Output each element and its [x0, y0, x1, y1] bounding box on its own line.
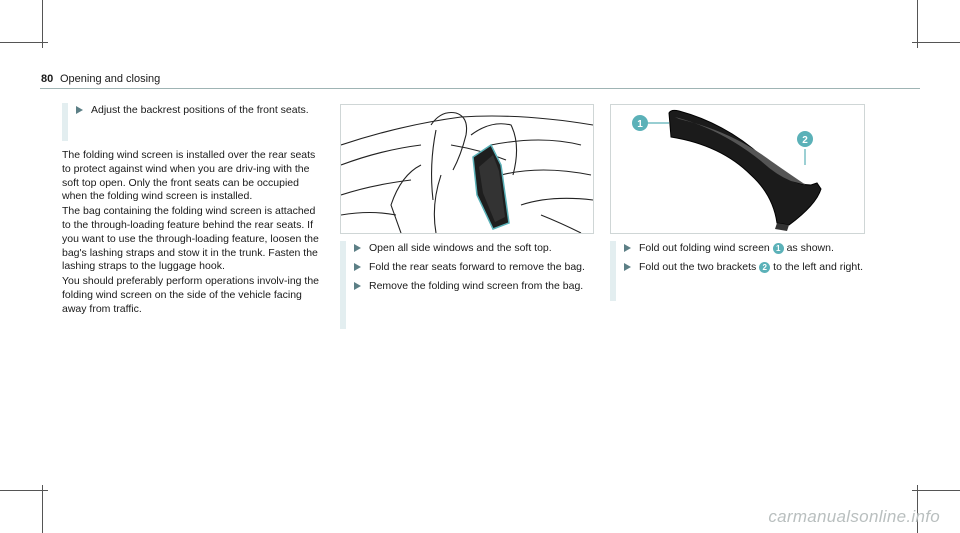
step-arrow-icon [354, 263, 361, 271]
step-arrow-icon [354, 244, 361, 252]
paragraph: You should preferably perform operations… [62, 275, 320, 315]
header-rule [40, 88, 920, 89]
section-title: Opening and closing [60, 73, 161, 85]
car-interior-illustration [341, 111, 593, 233]
middle-steps: Open all side windows and the soft top. … [340, 241, 602, 329]
wind-screen-illustration: 1 2 [632, 109, 822, 231]
right-steps: Fold out folding wind screen 1 as shown.… [610, 241, 874, 301]
step-text: Open all side windows and the soft top. [369, 242, 552, 254]
paragraph: The folding wind screen is installed ove… [62, 149, 316, 203]
crop-mark [0, 490, 48, 491]
page-number: 80 [41, 73, 54, 85]
step-arrow-icon [76, 106, 83, 114]
body-text: The folding wind screen is installed ove… [62, 149, 322, 318]
figure-wind-screen: 1 2 [610, 104, 865, 234]
crop-mark [42, 485, 43, 533]
step-intro-text: Adjust the backrest positions of the fro… [91, 104, 309, 116]
step-arrow-icon [354, 282, 361, 290]
crop-mark [917, 485, 918, 533]
callout-badge: 2 [759, 261, 771, 273]
crop-mark [917, 0, 918, 48]
step-arrow-icon [624, 244, 631, 252]
step-intro: Adjust the backrest positions of the fro… [62, 103, 316, 141]
crop-mark [912, 42, 960, 43]
crop-mark [912, 490, 960, 491]
step-arrow-icon [624, 263, 631, 271]
callout-1-label: 1 [637, 119, 643, 130]
crop-mark [42, 0, 43, 48]
callout-badge: 1 [772, 242, 784, 254]
step-text: Fold the rear seats forward to remove th… [369, 261, 585, 273]
crop-mark [0, 42, 48, 43]
step-text: Remove the folding wind screen from the … [369, 280, 584, 292]
callout-2-label: 2 [802, 135, 808, 146]
watermark: carmanualsonline.info [768, 507, 940, 526]
step-text: Fold out the two brackets 2 to the left … [639, 261, 864, 273]
figure-car-interior [340, 104, 594, 234]
paragraph: The bag containing the folding wind scre… [62, 205, 319, 273]
step-text: Fold out folding wind screen 1 as shown. [639, 242, 834, 254]
